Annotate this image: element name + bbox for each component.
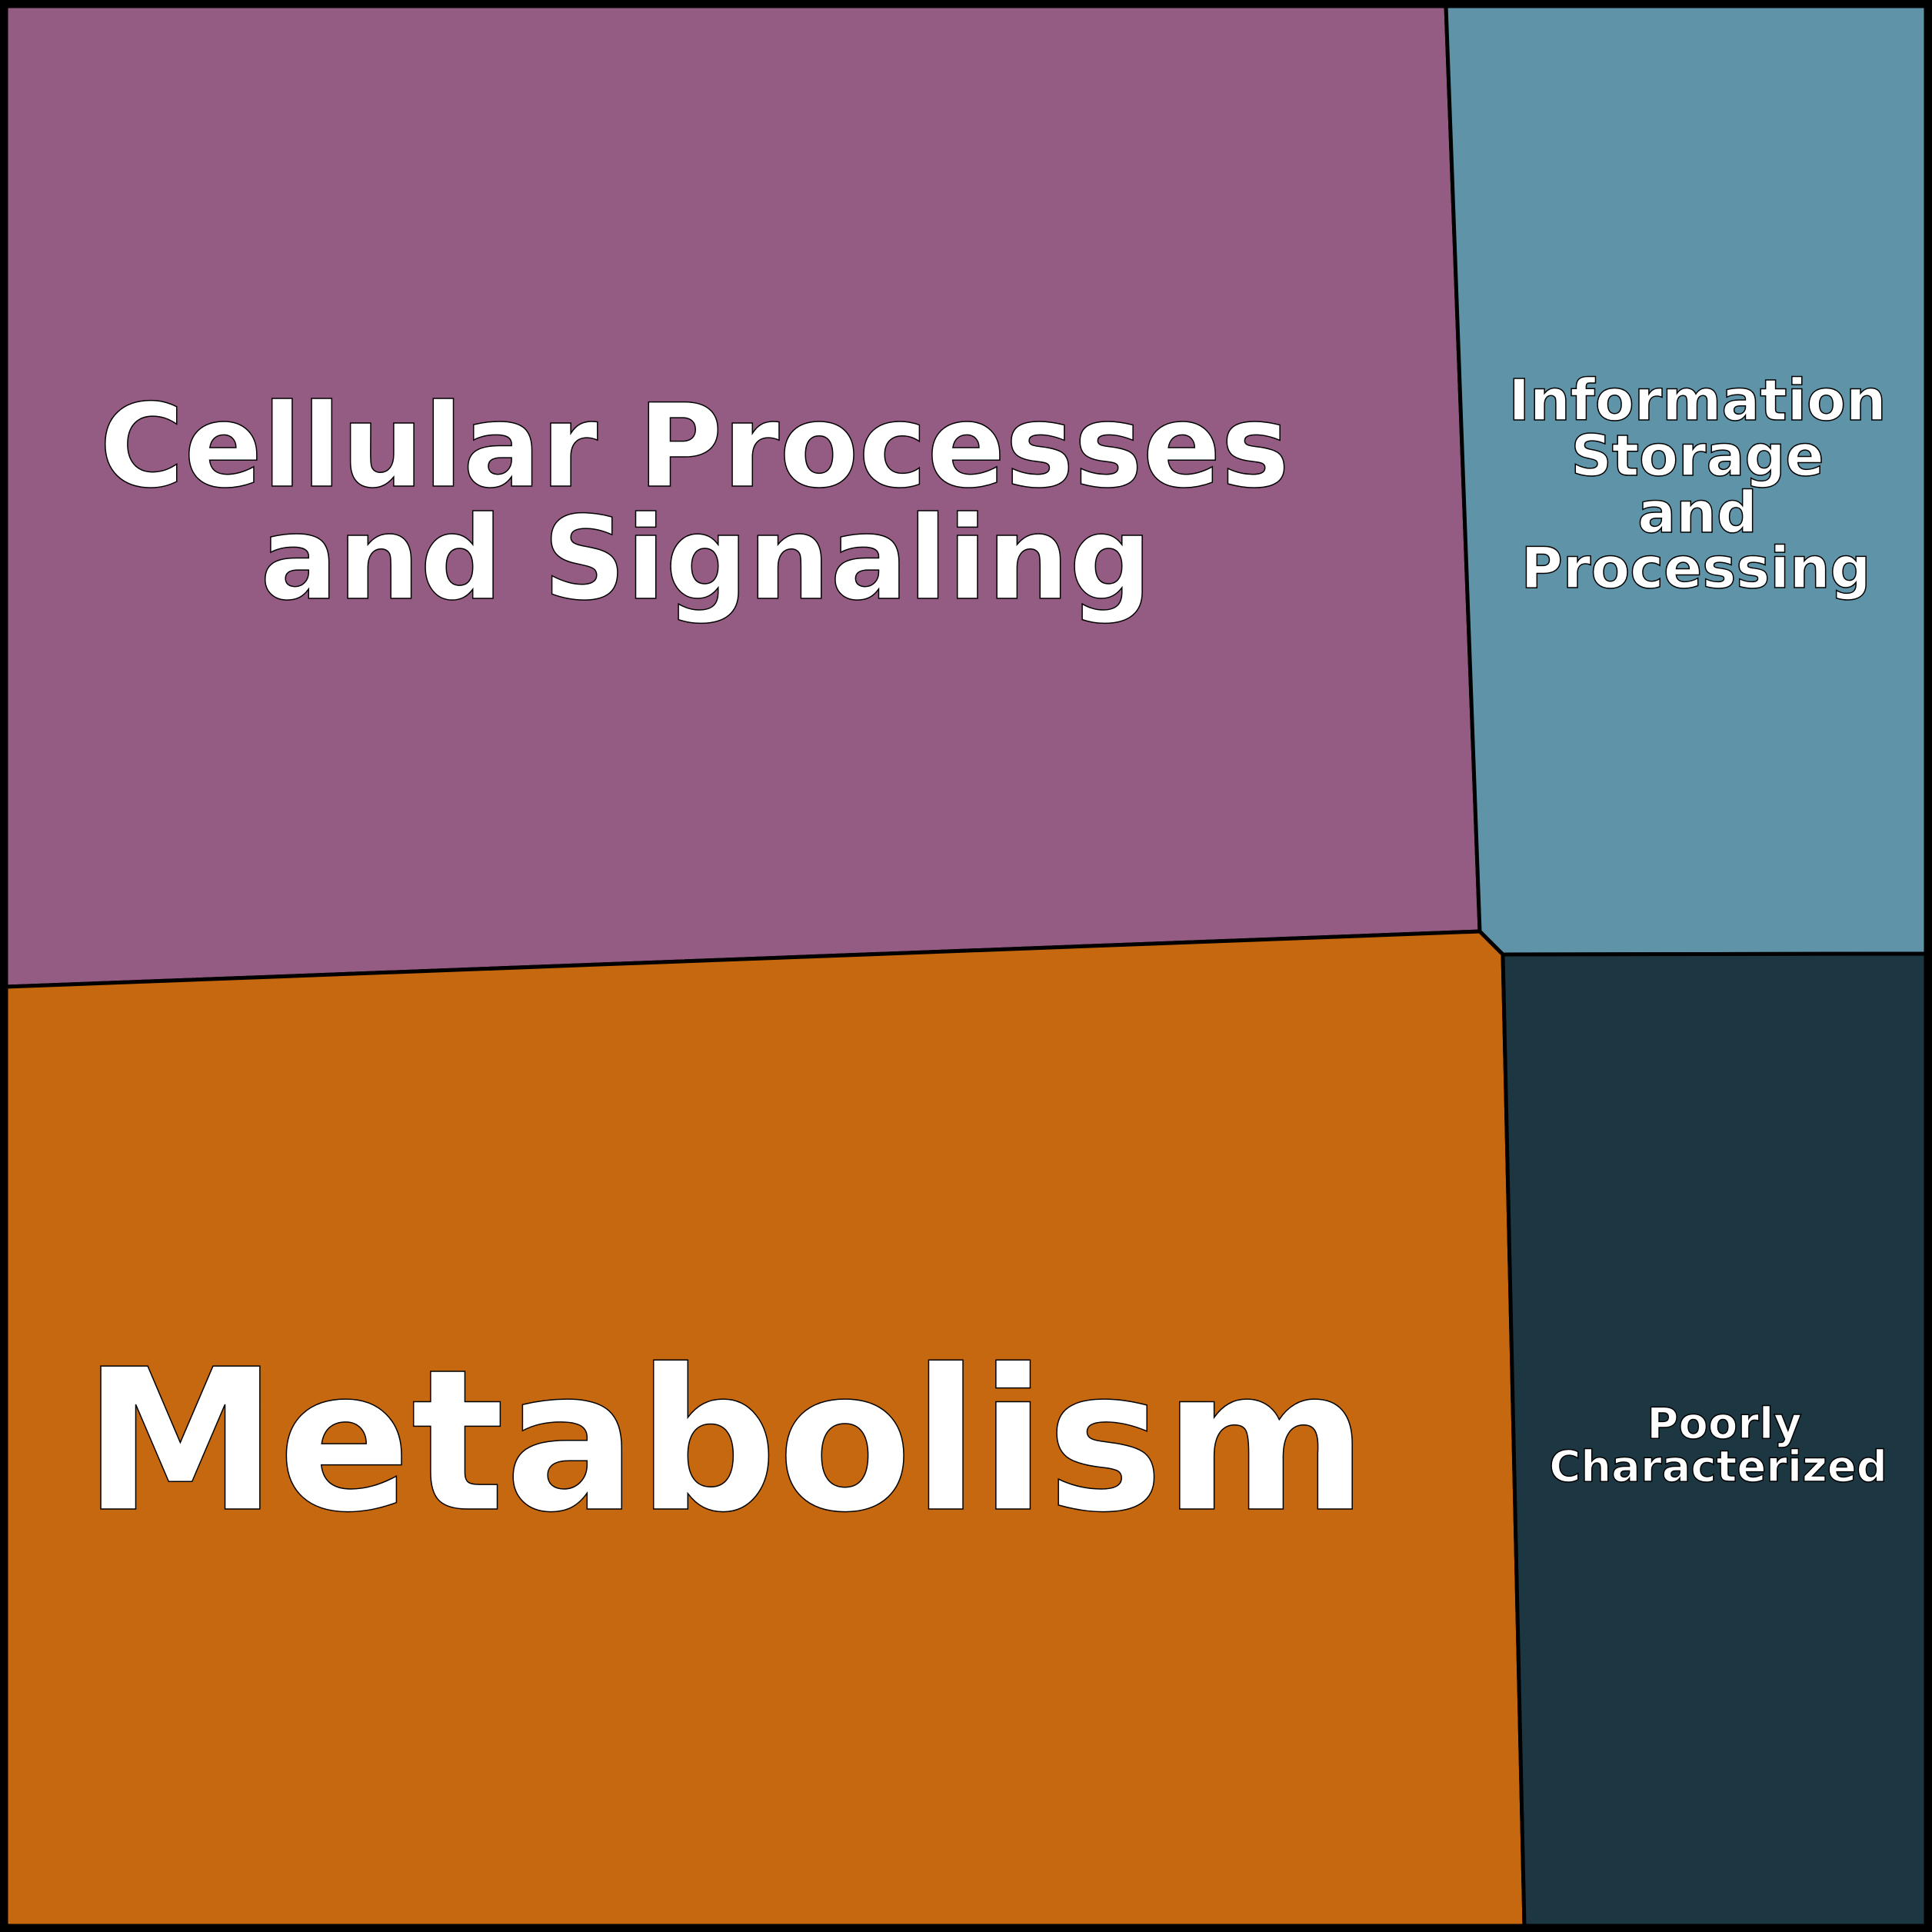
label-line: Cellular Processes (99, 380, 1289, 514)
label-line: Processing (1521, 535, 1871, 601)
label-cellular-processes: Cellular Processes and Signaling (99, 379, 1291, 627)
label-line: Characterized (1549, 1442, 1887, 1492)
label-line: Information (1508, 368, 1886, 434)
label-line: Metabolism (83, 1327, 1368, 1556)
cell-poorly-characterized (1501, 951, 1928, 1928)
label-metabolism: Metabolism (82, 1327, 1368, 1557)
label-line: and Signaling (260, 492, 1151, 626)
label-line: Poorly (1647, 1399, 1801, 1449)
label-line: Storage (1571, 423, 1824, 489)
label-poorly-characterized: Poorly Characterized (1548, 1398, 1887, 1493)
label-line: and (1637, 480, 1757, 546)
label-information-storage: Information Storage and Processing (1508, 367, 1887, 602)
